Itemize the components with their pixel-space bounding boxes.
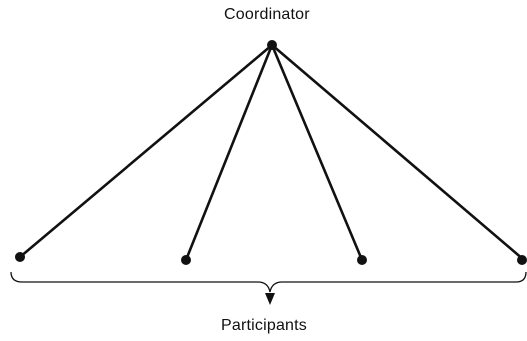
participant-node-2 [181, 255, 191, 265]
participant-node-3 [357, 255, 367, 265]
brace-arrow-icon [265, 293, 275, 305]
participants-label: Participants [221, 317, 307, 334]
connection-line-2 [184, 43, 274, 262]
connection-line-4 [270, 43, 526, 262]
connection-line-1 [18, 43, 274, 259]
connection-line-3 [270, 43, 364, 262]
participants-brace [10, 271, 527, 293]
participant-node-4 [517, 255, 527, 265]
participant-node-1 [15, 252, 25, 262]
coordinator-node [267, 40, 277, 50]
coordinator-label: Coordinator [224, 6, 310, 23]
